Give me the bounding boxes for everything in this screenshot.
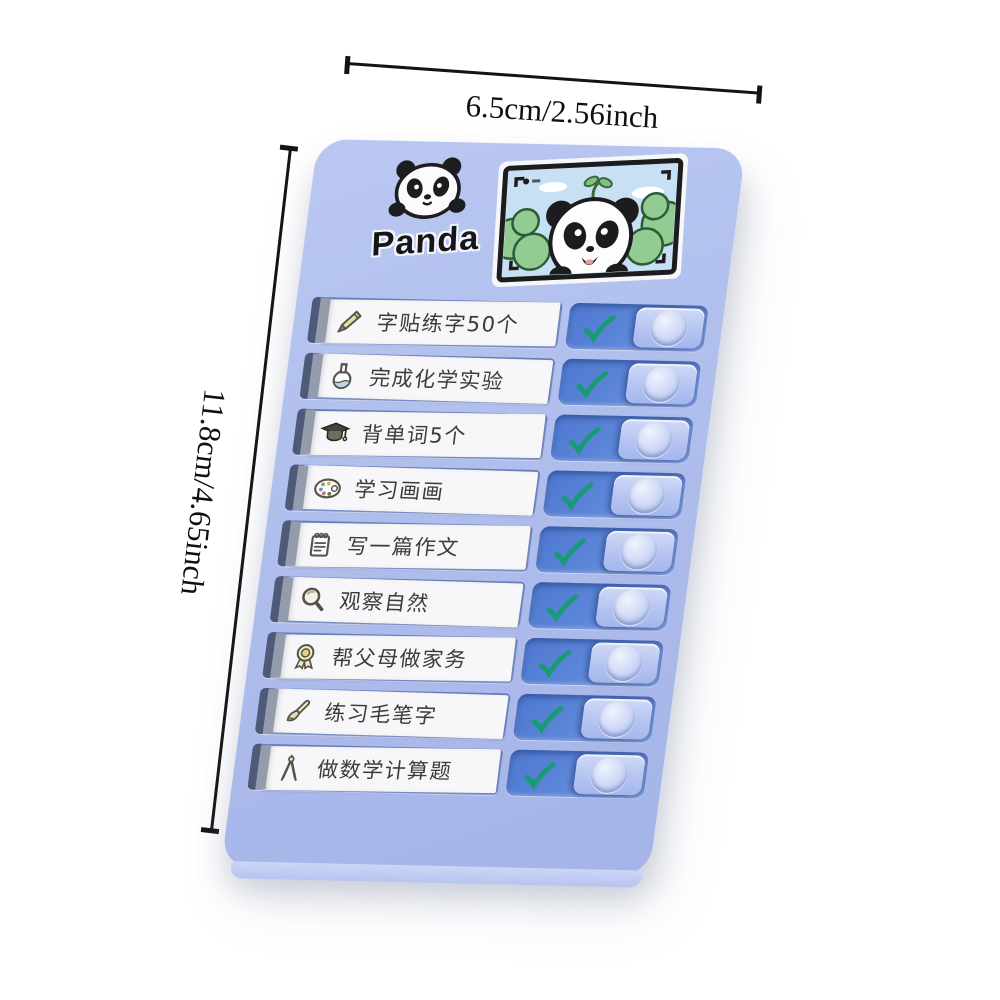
slider-button [594, 586, 669, 628]
brand-wordmark: Panda [370, 218, 481, 264]
medal-icon [294, 644, 315, 670]
checkbox-track [557, 358, 702, 408]
panda-picture-icon [491, 153, 689, 288]
slider-button [632, 307, 706, 349]
slider-button [609, 474, 684, 517]
task-row: 做数学计算题 [247, 743, 650, 799]
checkbox-track [527, 582, 672, 632]
task-text: 背单词5个 [360, 422, 469, 449]
task-text: 写一篇作文 [345, 534, 461, 560]
task-card: 完成化学实验 [312, 353, 554, 405]
checkmark-icon [546, 594, 579, 623]
task-card: 字贴练字50个 [320, 299, 561, 347]
width-dimension-label: 6.5cm/2.56inch [464, 87, 660, 136]
checkmark-icon [531, 706, 564, 735]
task-list: 字贴练字50个 [246, 296, 709, 809]
checkbox-track [520, 637, 665, 687]
task-text: 字贴练字50个 [375, 310, 521, 337]
task-row: 字贴练字50个 [306, 296, 709, 352]
graduation-cap-icon [320, 422, 351, 442]
slider-button [617, 418, 691, 461]
label-slot: 写一篇作文 [277, 520, 534, 572]
checkmark-icon [554, 538, 586, 567]
label-slot: 练习毛笔字 [254, 687, 511, 740]
label-slot: 帮父母做家务 [262, 631, 519, 684]
slider-knob [640, 365, 682, 403]
slider-knob [648, 309, 690, 347]
slider-knob [588, 756, 630, 794]
checkbox-track [534, 526, 680, 576]
checkmark-icon [576, 371, 609, 400]
task-row: 帮父母做家务 [262, 631, 665, 687]
checkbox-track [549, 414, 694, 464]
slider-button [602, 530, 676, 573]
task-row: 学习画画 [284, 464, 687, 520]
task-card: 背单词5个 [305, 410, 546, 459]
checkbox-track [564, 302, 709, 352]
task-card: 练习毛笔字 [267, 688, 509, 740]
checkmark-icon [539, 650, 571, 679]
height-dimension-label: 11.8cm/4.65inch [174, 387, 233, 597]
task-card: 做数学计算题 [260, 746, 502, 794]
task-card: 学习画画 [297, 464, 539, 516]
panda-logo: Panda [364, 154, 490, 265]
checklist-board: Panda [220, 139, 746, 877]
task-row: 背单词5个 [291, 408, 694, 464]
checkbox-track [505, 749, 650, 799]
compass-icon [280, 754, 297, 782]
slider-knob [618, 533, 660, 570]
task-card: 帮父母做家务 [275, 634, 517, 682]
checkmark-icon [568, 426, 601, 455]
slider-knob [633, 421, 675, 459]
brush-icon [286, 699, 311, 722]
label-slot: 学习画画 [284, 464, 541, 517]
task-row: 写一篇作文 [277, 520, 680, 576]
slider-knob [611, 588, 652, 626]
checkbox-track [542, 470, 687, 520]
task-text: 完成化学实验 [367, 365, 506, 394]
task-row: 完成化学实验 [299, 352, 702, 408]
slider-button [572, 754, 646, 796]
magnifier-icon [302, 587, 324, 612]
board-header: Panda [298, 145, 746, 302]
palette-icon [314, 478, 341, 499]
panda-head-icon [388, 157, 466, 219]
label-slot: 背单词5个 [291, 408, 549, 461]
task-text: 练习毛笔字 [322, 700, 439, 729]
task-card: 观察自然 [282, 576, 524, 628]
flask-icon [332, 363, 352, 390]
pencil-icon [336, 310, 362, 333]
task-row: 练习毛笔字 [254, 687, 657, 743]
notepad-icon [309, 532, 331, 557]
slider-button [624, 363, 699, 405]
task-card: 写一篇作文 [290, 522, 531, 570]
label-slot: 字贴练字50个 [306, 296, 563, 349]
checkmark-icon [524, 761, 557, 791]
label-slot: 观察自然 [269, 576, 526, 628]
task-text: 观察自然 [337, 589, 432, 616]
slider-button [587, 642, 661, 684]
slider-knob [596, 700, 638, 738]
slider-knob [626, 477, 667, 514]
checkmark-icon [561, 482, 594, 511]
checkbox-track [512, 693, 657, 743]
task-text: 做数学计算题 [315, 757, 454, 784]
task-row: 观察自然 [269, 576, 672, 632]
width-dimension-line [346, 62, 760, 95]
task-text: 帮父母做家务 [330, 646, 469, 672]
task-text: 学习画画 [352, 477, 447, 505]
slider-knob [603, 644, 645, 682]
slider-button [580, 698, 654, 740]
label-slot: 做数学计算题 [247, 743, 504, 796]
label-slot: 完成化学实验 [299, 352, 556, 405]
panda-picture-frame [491, 153, 689, 288]
checkmark-icon [583, 315, 616, 344]
